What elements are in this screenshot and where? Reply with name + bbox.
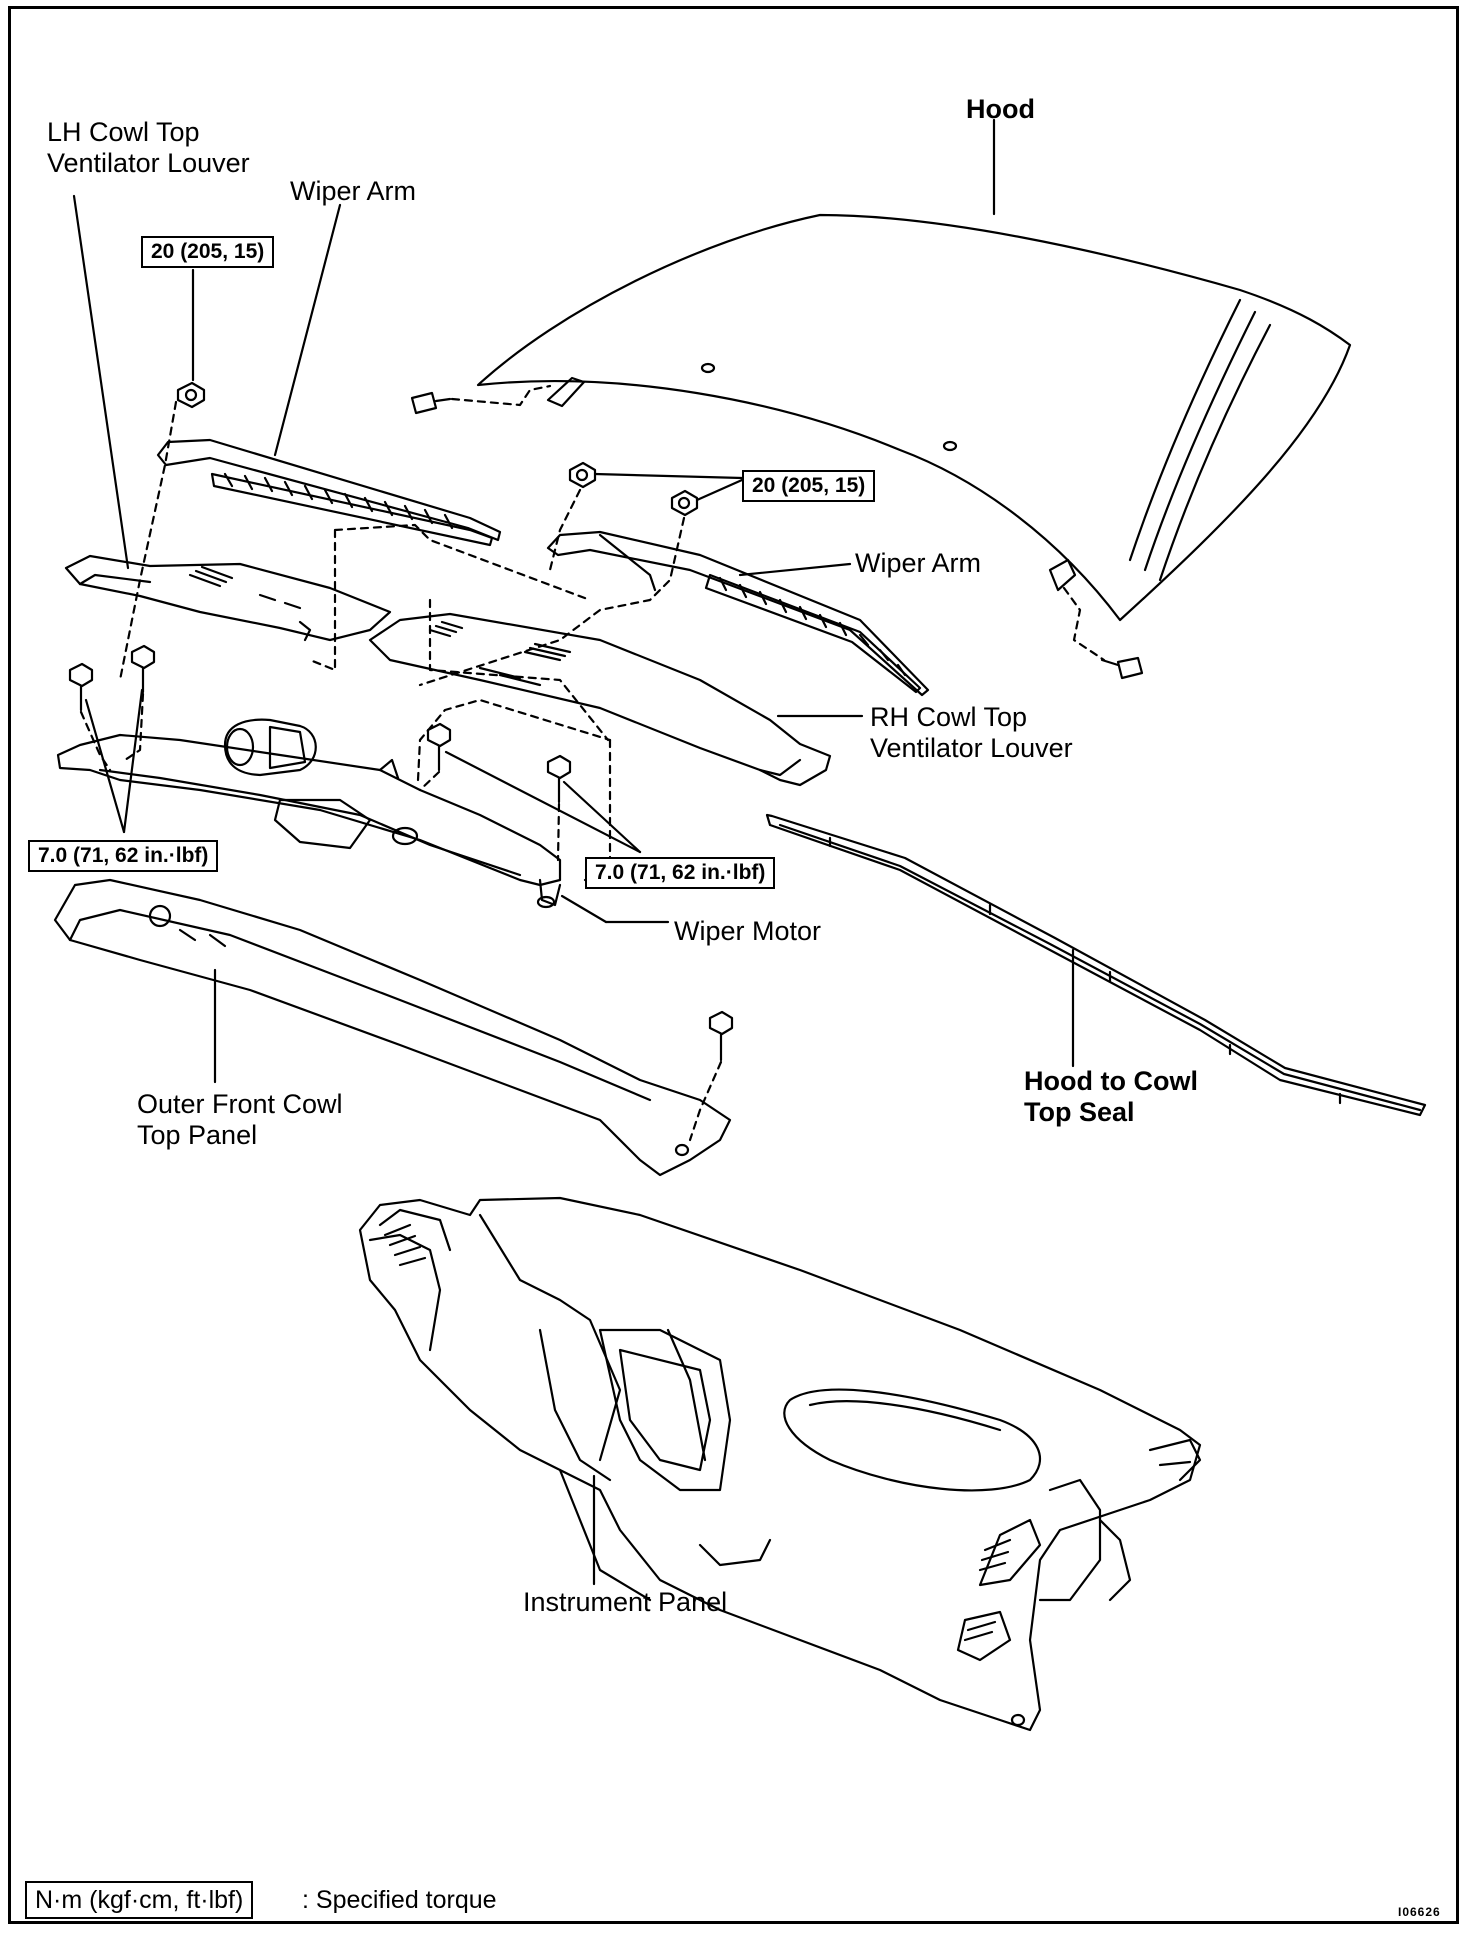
- label-wiper-arm-right: Wiper Arm: [855, 548, 982, 578]
- outer-cowl-panel-part: [53, 878, 732, 1177]
- rh-cowl-louver-part: [368, 612, 832, 787]
- torque-box-wiper-arm-right: 20 (205, 15): [742, 470, 876, 502]
- lh-louver-leader: [72, 194, 130, 570]
- right-wiper-nut-a: [568, 461, 597, 489]
- instrument-panel-part: [358, 1196, 1202, 1732]
- legend-description: : Specified torque: [302, 1886, 497, 1914]
- motor-bolt-4: [546, 754, 572, 804]
- motor-bolt-3: [426, 722, 452, 772]
- torque-box-wiper-arm-left: 20 (205, 15): [141, 236, 275, 268]
- figure-frame: [8, 6, 1459, 1924]
- label-rh-cowl-louver: RH Cowl Top Ventilator Louver: [870, 702, 1073, 763]
- torque-box-motor-right: 7.0 (71, 62 in.·lbf): [585, 857, 776, 889]
- outer-cowl-bolt: [708, 1010, 734, 1062]
- hood-part: [476, 213, 1352, 622]
- label-lh-cowl-louver: LH Cowl Top Ventilator Louver: [47, 117, 250, 178]
- right-wiper-arm-part: [546, 530, 930, 697]
- hood-bolt-right: [1100, 656, 1144, 680]
- wiper-arm-left-leader: [273, 203, 342, 457]
- left-wiper-arm-part: [156, 438, 502, 547]
- right-wiper-nut-b: [670, 489, 699, 517]
- hood-bolt-left: [410, 391, 452, 415]
- label-outer-front-cowl: Outer Front Cowl Top Panel: [137, 1089, 343, 1150]
- torque-box-motor-left: 7.0 (71, 62 in.·lbf): [28, 840, 219, 872]
- lh-cowl-louver-part: [64, 554, 392, 642]
- wiper-linkage-part: [56, 718, 562, 909]
- label-hood-cowl-seal: Hood to Cowl Top Seal: [1024, 1066, 1198, 1127]
- motor-bolt-1: [68, 662, 94, 712]
- label-hood: Hood: [966, 94, 1035, 124]
- hood-cowl-seal-part: [765, 813, 1427, 1117]
- label-wiper-motor: Wiper Motor: [674, 916, 822, 946]
- motor-bolt-2: [130, 644, 156, 694]
- wiper-arm-right-leader: [738, 562, 852, 577]
- label-wiper-arm-left: Wiper Arm: [290, 176, 417, 206]
- figure-code: I06626: [1398, 1905, 1441, 1919]
- wiper-motor-leader: [560, 894, 608, 924]
- left-wiper-nut: [176, 381, 206, 409]
- legend-torque-unit-box: N·m (kgf·cm, ft·lbf): [25, 1881, 254, 1919]
- label-instrument-panel: Instrument Panel: [523, 1587, 728, 1617]
